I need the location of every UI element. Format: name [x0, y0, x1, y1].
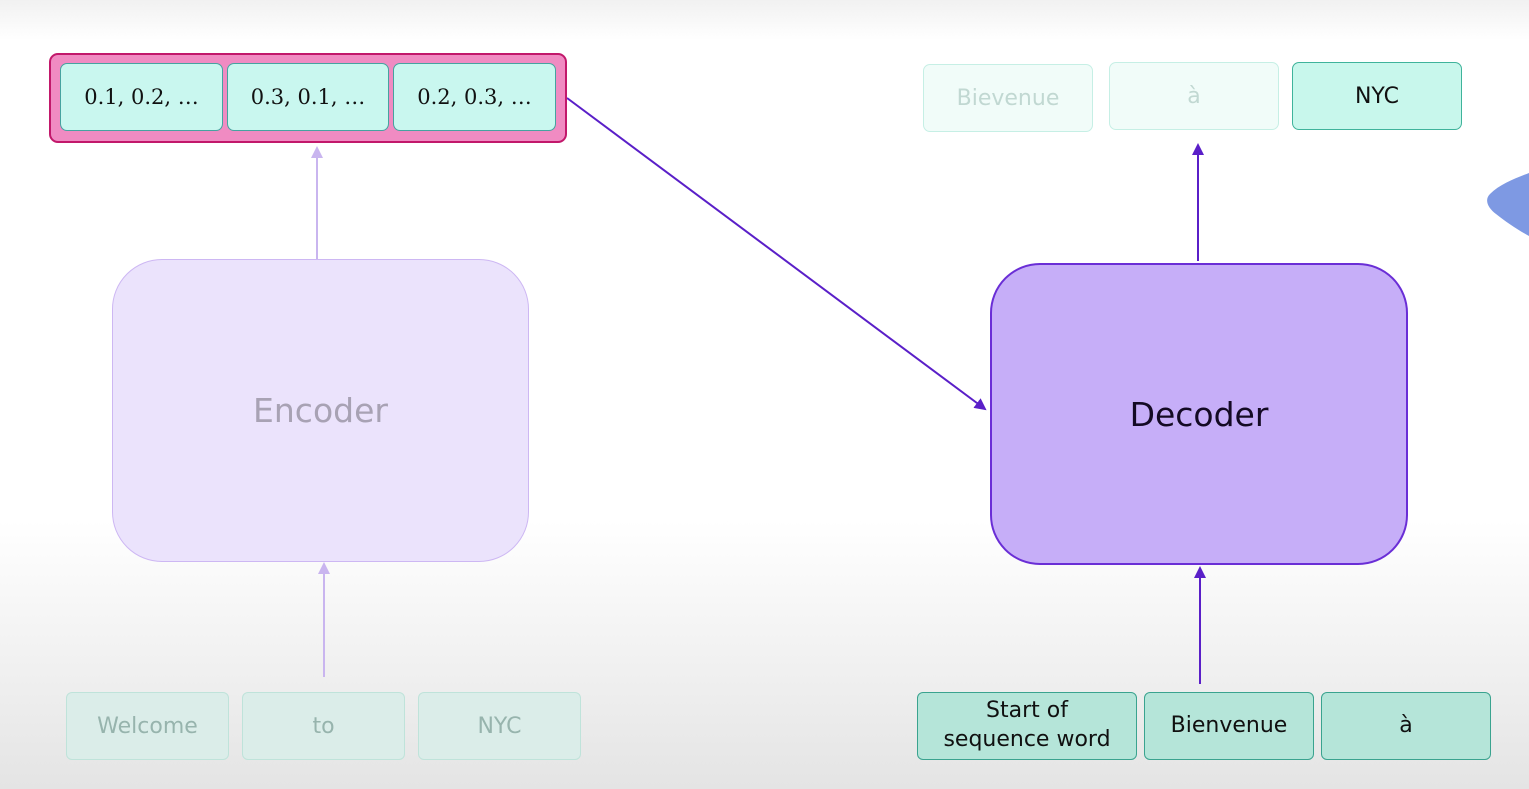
decoder-label: Decoder — [1129, 394, 1269, 434]
embedding-vector-2: 0.3, 0.1, … — [227, 63, 389, 131]
decoder-block: Decoder — [990, 263, 1408, 565]
embedding-vector-1: 0.1, 0.2, … — [60, 63, 223, 131]
encoder-block: Encoder — [112, 259, 529, 562]
embedding-vector-3: 0.2, 0.3, … — [393, 63, 556, 131]
encoder-input-token-1: Welcome — [66, 692, 229, 760]
decoder-input-token-1: Start of sequence word — [917, 692, 1137, 760]
decoder-input-token-2: Bienvenue — [1144, 692, 1314, 760]
encoder-label: Encoder — [253, 391, 388, 430]
decoder-output-token-2: à — [1109, 62, 1279, 130]
decoder-input-token-3: à — [1321, 692, 1491, 760]
encoder-input-token-3: NYC — [418, 692, 581, 760]
decoder-output-token-1: Bievenue — [923, 64, 1093, 132]
encoder-input-token-2: to — [242, 692, 405, 760]
arrow-embeddings-to-decoder — [566, 97, 987, 411]
partial-blue-shape — [1487, 173, 1529, 236]
decoder-output-token-3: NYC — [1292, 62, 1462, 130]
